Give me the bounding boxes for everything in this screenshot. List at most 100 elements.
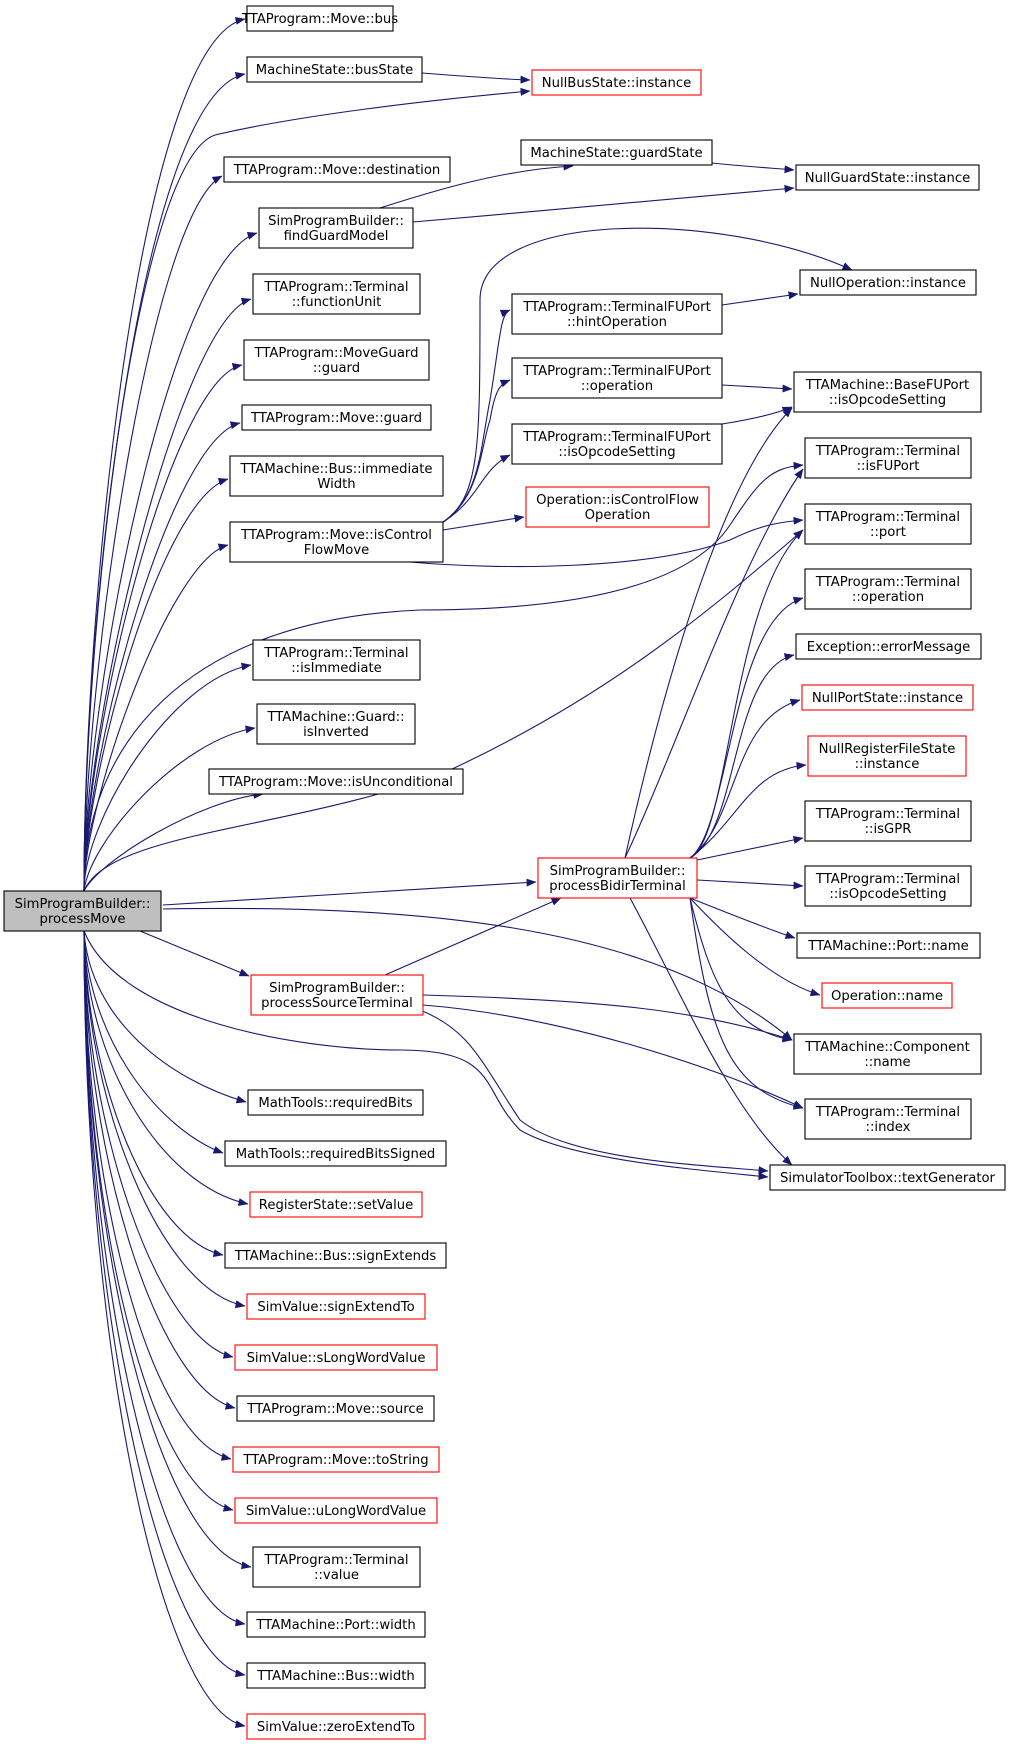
- node-isimm[interactable]: TTAProgram::Terminal::isImmediate: [252, 639, 421, 681]
- node-box: [252, 1546, 421, 1588]
- node-root[interactable]: SimProgramBuilder::processMove: [3, 890, 162, 932]
- node-slong[interactable]: SimValue::sLongWordValue: [234, 1344, 438, 1371]
- node-tfuop[interactable]: TTAProgram::TerminalFUPort::operation: [511, 357, 723, 399]
- edge-iscf-to-nullop: [439, 227, 853, 525]
- node-label: TTAProgram::Terminal: [815, 807, 960, 822]
- node-busstate[interactable]: MachineState::busState: [246, 56, 423, 83]
- node-nullop[interactable]: NullOperation::instance: [799, 269, 977, 296]
- node-box: [531, 69, 702, 96]
- node-ulong[interactable]: SimValue::uLongWordValue: [234, 1497, 438, 1524]
- edges-layer: [83, 16, 853, 1729]
- node-label: TTAMachine::Guard::: [266, 710, 404, 725]
- edge-root-to-srcterm: [139, 930, 250, 977]
- node-moveguard[interactable]: TTAProgram::MoveGuard::guard: [243, 339, 430, 381]
- node-zeroext[interactable]: SimValue::zeroExtendTo: [246, 1713, 426, 1740]
- node-srcterm[interactable]: SimProgramBuilder::processSourceTerminal: [250, 974, 424, 1016]
- node-box: [804, 437, 972, 479]
- node-bidir[interactable]: SimProgramBuilder::processBidirTerminal: [537, 857, 698, 899]
- node-label: ::isOpcodeSetting: [829, 393, 946, 408]
- node-tindex[interactable]: TTAProgram::Terminal::index: [804, 1098, 972, 1140]
- node-label: SimulatorToolbox::textGenerator: [780, 1171, 996, 1186]
- node-box: [801, 684, 974, 711]
- node-label: TTAProgram::Terminal: [263, 646, 408, 661]
- node-tport[interactable]: TTAProgram::Terminal::port: [804, 503, 972, 545]
- node-label: ::operation: [852, 590, 924, 605]
- edge-busstate-to-nullbus: [421, 72, 531, 84]
- node-isgpr[interactable]: TTAProgram::Terminal::isGPR: [804, 800, 972, 842]
- node-nullport[interactable]: NullPortState::instance: [801, 684, 974, 711]
- node-nullrf[interactable]: NullRegisterFileState::instance: [807, 735, 967, 777]
- node-label: TTAMachine::Bus::width: [256, 1669, 414, 1684]
- node-signext[interactable]: TTAMachine::Bus::signExtends: [224, 1242, 447, 1269]
- node-tfuopcode[interactable]: TTAProgram::TerminalFUPort::isOpcodeSett…: [511, 423, 723, 465]
- node-isuncond[interactable]: TTAProgram::Move::isUnconditional: [208, 768, 464, 795]
- node-tostring[interactable]: TTAProgram::Move::toString: [232, 1446, 440, 1473]
- node-textgen[interactable]: SimulatorToolbox::textGenerator: [769, 1164, 1006, 1191]
- node-compname[interactable]: TTAMachine::Component::name: [793, 1033, 982, 1075]
- node-box: [258, 207, 414, 249]
- node-move_bus[interactable]: TTAProgram::Move::bus: [241, 5, 398, 32]
- edge-root-to-signextto: [83, 930, 246, 1309]
- node-label: TTAMachine::BaseFUPort: [805, 378, 969, 393]
- edge-bidir-to-topcode: [696, 879, 804, 890]
- node-opname[interactable]: Operation::name: [821, 982, 953, 1009]
- node-box: [246, 5, 394, 32]
- node-label: ::isImmediate: [291, 661, 382, 676]
- node-label: MachineState::busState: [256, 63, 414, 78]
- node-signextto[interactable]: SimValue::signExtendTo: [246, 1293, 426, 1320]
- node-nullbus[interactable]: NullBusState::instance: [531, 69, 702, 96]
- edge-root-to-nullbus: [83, 87, 531, 892]
- node-tvalue[interactable]: TTAProgram::Terminal::value: [252, 1546, 421, 1588]
- node-isfuport[interactable]: TTAProgram::Terminal::isFUPort: [804, 437, 972, 479]
- node-box: [793, 1033, 982, 1075]
- node-label: TTAProgram::Terminal: [815, 872, 960, 887]
- node-portname[interactable]: TTAMachine::Port::name: [796, 932, 981, 959]
- node-label: TTAProgram::TerminalFUPort: [522, 300, 711, 315]
- edge-guardstate-to-nullguard: [711, 162, 795, 174]
- edge-root-to-tostring: [83, 930, 232, 1461]
- node-errmsg[interactable]: Exception::errorMessage: [795, 633, 982, 660]
- node-label: TTAProgram::Terminal: [263, 280, 408, 295]
- edge-root-to-isinv: [83, 725, 256, 892]
- node-reqbitss[interactable]: MathTools::requiredBitsSigned: [224, 1140, 447, 1167]
- node-label: TTAProgram::Move::isControl: [240, 528, 432, 543]
- edge-bidir-to-nullport: [689, 698, 801, 859]
- node-toperation[interactable]: TTAProgram::Terminal::operation: [804, 568, 972, 610]
- node-box: [525, 486, 710, 528]
- node-box: [241, 404, 432, 431]
- node-nullguard[interactable]: NullGuardState::instance: [795, 164, 980, 191]
- node-label: TTAMachine::Port::name: [807, 939, 968, 954]
- node-box: [511, 423, 723, 465]
- node-box: [804, 800, 972, 842]
- edge-bidir-to-nullrf: [689, 761, 807, 859]
- node-label: TTAProgram::Move::isUnconditional: [218, 775, 453, 790]
- node-move_guard[interactable]: TTAProgram::Move::guard: [241, 404, 432, 431]
- node-buswidth[interactable]: TTAMachine::Bus::width: [246, 1662, 426, 1689]
- node-movesource[interactable]: TTAProgram::Move::source: [236, 1395, 435, 1422]
- node-destination[interactable]: TTAProgram::Move::destination: [223, 156, 451, 183]
- edge-root-to-tvalue: [83, 930, 252, 1570]
- node-setvalue[interactable]: RegisterState::setValue: [249, 1191, 423, 1218]
- edge-root-to-tport: [83, 529, 804, 892]
- node-guardstate[interactable]: MachineState::guardState: [520, 139, 713, 166]
- node-box: [252, 273, 421, 315]
- node-label: TTAProgram::Move::toString: [242, 1453, 428, 1468]
- node-baseop[interactable]: TTAMachine::BaseFUPort::isOpcodeSetting: [793, 371, 982, 413]
- node-portwidth[interactable]: TTAMachine::Port::width: [246, 1611, 426, 1638]
- node-findguard[interactable]: SimProgramBuilder::findGuardModel: [258, 207, 414, 249]
- node-box: [246, 56, 423, 83]
- edge-iscf-to-tfuopcode: [439, 454, 511, 525]
- node-label: processSourceTerminal: [261, 996, 413, 1011]
- node-isinv[interactable]: TTAMachine::Guard::isInverted: [256, 703, 416, 745]
- node-reqbits[interactable]: MathTools::requiredBits: [247, 1089, 424, 1116]
- edge-srcterm-to-bidir: [384, 897, 562, 976]
- node-label: SimValue::sLongWordValue: [247, 1351, 426, 1366]
- node-hintop[interactable]: TTAProgram::TerminalFUPort::hintOperatio…: [511, 293, 723, 335]
- node-label: ::hintOperation: [567, 315, 667, 330]
- edge-root-to-isuncond: [83, 790, 264, 892]
- node-functionunit[interactable]: TTAProgram::Terminal::functionUnit: [252, 273, 421, 315]
- node-topcode[interactable]: TTAProgram::Terminal::isOpcodeSetting: [804, 865, 972, 907]
